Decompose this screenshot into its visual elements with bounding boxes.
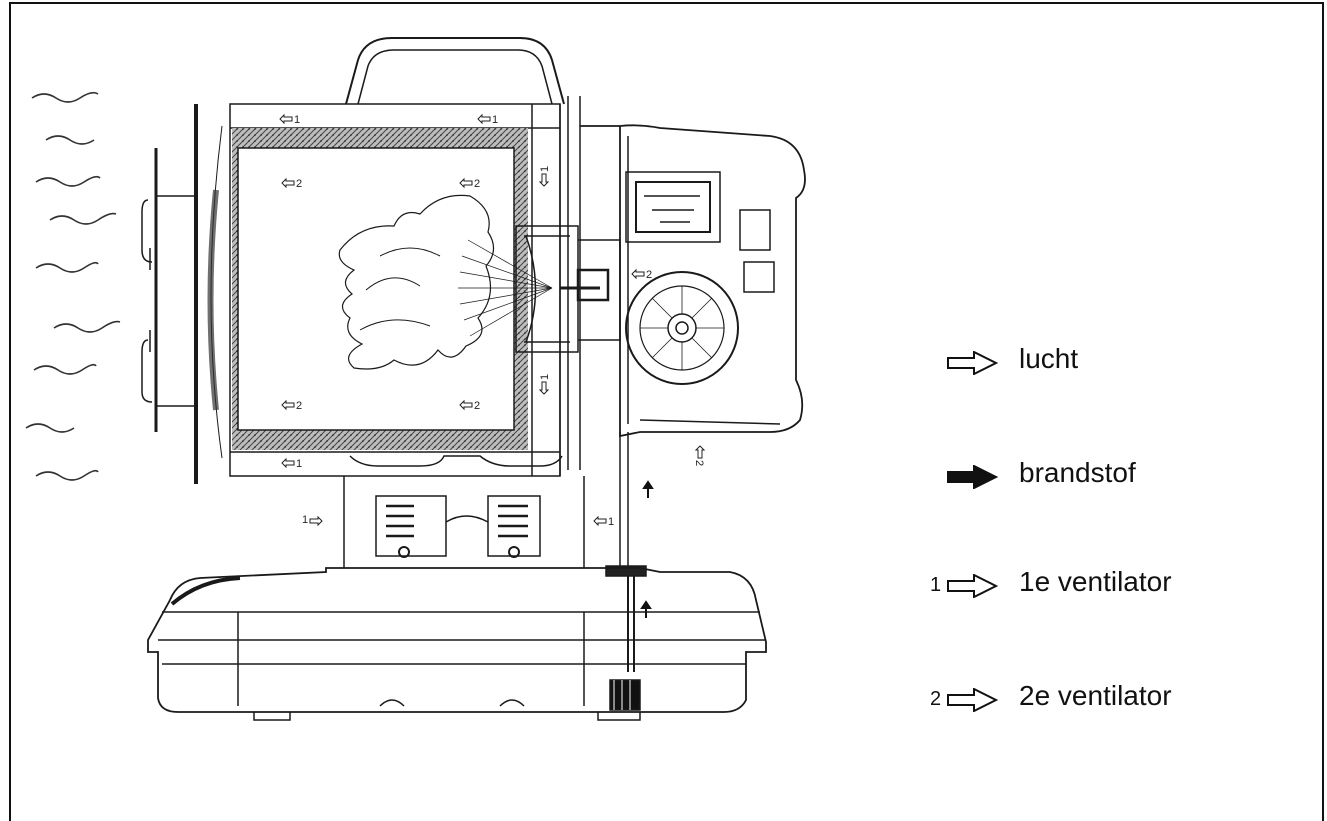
svg-text:1: 1	[539, 166, 551, 172]
indicator-2-fan: 2	[631, 268, 652, 281]
outline-arrow-icon	[947, 574, 999, 598]
svg-text:1: 1	[302, 514, 308, 526]
fuel-flow-arrows	[640, 480, 654, 618]
indicator-1-top-left: 1	[279, 113, 300, 126]
heater-body	[141, 37, 806, 721]
svg-text:2: 2	[646, 269, 652, 281]
air-flow-indicators: 1 1 1 1 1 2 2 2	[279, 113, 706, 528]
legend-label: 1e ventilator	[1019, 566, 1172, 597]
solid-arrow-icon	[947, 465, 999, 489]
legend-label: 2e ventilator	[1019, 680, 1172, 711]
indicator-1-bottom: 1	[281, 457, 302, 470]
legend-label: lucht	[1019, 343, 1079, 374]
outline-arrow-icon	[947, 351, 999, 375]
indicator-1-vertical-upper: 1	[538, 166, 551, 187]
legend-item-air: lucht	[930, 343, 1290, 383]
indicator-2-upper-left: 2	[281, 177, 302, 190]
svg-text:2: 2	[474, 178, 480, 190]
svg-text:2: 2	[474, 400, 480, 412]
svg-text:1: 1	[296, 458, 302, 470]
indicator-1-top-right: 1	[477, 113, 498, 126]
svg-text:2: 2	[693, 460, 705, 466]
legend-number: 2	[930, 688, 942, 710]
heat-waves	[25, 91, 121, 481]
svg-text:1: 1	[608, 516, 614, 528]
svg-text:2: 2	[296, 400, 302, 412]
svg-text:2: 2	[296, 178, 302, 190]
indicator-2-lower-right: 2	[459, 399, 480, 412]
svg-text:1: 1	[539, 374, 551, 380]
indicator-1-pedestal-left: 1	[302, 514, 323, 527]
legend-item-fan-2: 2 2e ventilator	[930, 680, 1290, 720]
legend-item-fan-1: 1 1e ventilator	[930, 566, 1290, 606]
svg-text:1: 1	[492, 114, 498, 126]
indicator-2-upper-right: 2	[459, 177, 480, 190]
svg-text:1: 1	[294, 114, 300, 126]
outline-arrow-icon	[947, 688, 999, 712]
indicator-2-lower-left: 2	[281, 399, 302, 412]
legend-label: brandstof	[1019, 457, 1136, 488]
indicator-1-pedestal-right: 1	[593, 515, 614, 528]
legend-item-fuel: brandstof	[930, 457, 1290, 497]
legend-number: 1	[930, 574, 942, 596]
indicator-2-inlet: 2	[693, 445, 706, 466]
indicator-1-vertical-lower: 1	[538, 374, 551, 395]
